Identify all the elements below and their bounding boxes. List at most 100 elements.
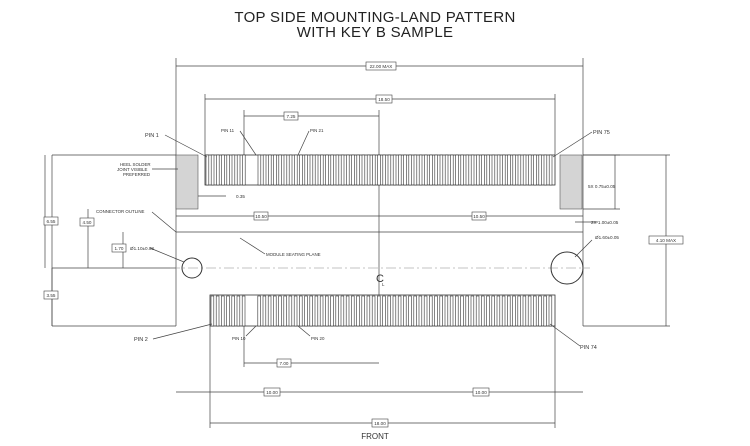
- contact-pad: [319, 295, 324, 327]
- contact-pad: [346, 154, 350, 186]
- contact-pad: [262, 154, 267, 186]
- dim-pad-length: 5X 0.75±0.05: [588, 184, 616, 189]
- label-module-seating-plane: MODULE SEATING PLANE: [266, 252, 321, 257]
- dim-box-bottom-right: [472, 387, 490, 397]
- contact-pad: [507, 154, 511, 186]
- label-heel-line-2: JOINT VISIBLE: [117, 167, 147, 172]
- label-heel-line-1: HEEL SOLDER: [120, 162, 151, 167]
- contact-pad: [517, 154, 522, 186]
- centerline-subscript: L: [382, 282, 385, 287]
- contact-pad: [502, 154, 506, 186]
- contact-pad: [392, 295, 397, 327]
- dim-box-v2: [79, 217, 95, 227]
- contact-pad: [475, 295, 480, 327]
- contact-pad: [231, 295, 235, 327]
- dim-v3: 1.70: [115, 246, 124, 251]
- contact-pad: [528, 154, 532, 186]
- contact-pad: [273, 154, 277, 186]
- contact-pad: [210, 295, 215, 327]
- front-label: FRONT: [361, 432, 389, 441]
- bottom-pads: [210, 295, 553, 327]
- contact-pad: [470, 295, 475, 327]
- contact-pad: [533, 154, 537, 186]
- label-pin-21: PIN 21: [310, 128, 324, 133]
- contact-pad: [257, 154, 262, 186]
- contact-pad: [288, 154, 293, 186]
- label-connector-outline: CONNECTOR OUTLINE: [96, 209, 145, 214]
- contact-pad: [325, 154, 329, 186]
- contact-pad: [330, 154, 334, 186]
- dim-left-half: 10.50: [255, 214, 267, 219]
- right-side-block: [559, 154, 583, 210]
- contact-pad: [481, 295, 485, 327]
- contact-pad: [439, 295, 443, 327]
- contact-pad: [294, 154, 298, 186]
- contact-pad: [382, 295, 386, 327]
- label-pin-10: PIN 10: [232, 336, 246, 341]
- contact-pad: [496, 295, 501, 327]
- contact-pad: [491, 154, 496, 186]
- contact-pad: [325, 295, 329, 327]
- contact-pad: [273, 295, 277, 327]
- contact-pad: [226, 295, 230, 327]
- contact-pad: [236, 295, 241, 327]
- contact-pad: [455, 295, 459, 327]
- contact-pad: [496, 154, 501, 186]
- contact-pad: [543, 295, 547, 327]
- contact-pad: [340, 154, 345, 186]
- contact-pad: [424, 154, 428, 186]
- contact-pad: [377, 295, 381, 327]
- contact-pad: [512, 154, 516, 186]
- dim-box-left-half: [253, 211, 269, 221]
- contact-pad: [481, 154, 485, 186]
- contact-pad: [403, 295, 407, 327]
- contact-pad: [340, 295, 345, 327]
- contact-pad: [283, 295, 287, 327]
- dim-box-key-offset: [283, 111, 299, 121]
- leader-pin-1: [164, 134, 208, 158]
- label-pin-75: PIN 75: [593, 130, 610, 136]
- contact-pad: [533, 295, 537, 327]
- dim-right-hole: Ø1.60±0.05: [595, 235, 619, 240]
- contact-pad: [476, 154, 480, 186]
- contact-pad: [262, 295, 267, 327]
- contact-pad: [382, 154, 386, 186]
- leader-pin-11: [239, 130, 257, 156]
- label-pin-2: PIN 2: [134, 337, 148, 343]
- contact-pad: [330, 295, 334, 327]
- dim-box-bottom-left: [263, 387, 281, 397]
- contact-pad: [465, 295, 469, 327]
- contact-pad: [377, 154, 381, 186]
- contact-pad: [543, 154, 548, 186]
- leader-pin-10: [245, 325, 257, 337]
- dim-height-max: 4.10 MAX: [656, 238, 676, 243]
- dim-box-v1: [43, 216, 59, 226]
- contact-pad: [522, 154, 527, 186]
- contact-pad: [418, 154, 423, 186]
- label-pin-11: PIN 11: [221, 128, 235, 133]
- contact-pad: [372, 154, 376, 186]
- contact-pad: [434, 154, 438, 186]
- contact-pad: [314, 295, 319, 327]
- label-pin-1: PIN 1: [145, 133, 159, 139]
- contact-pad: [366, 295, 371, 327]
- contact-pad: [356, 154, 360, 186]
- left-side-block: [175, 154, 199, 210]
- dim-box-bottom-span: [371, 418, 389, 428]
- contact-pad: [293, 295, 298, 327]
- contact-pad: [299, 295, 303, 327]
- contact-pad: [278, 295, 282, 327]
- label-heel-line-3: PREFERRED: [123, 172, 150, 177]
- contact-pad: [486, 154, 490, 186]
- contact-pad: [413, 154, 418, 186]
- contact-pad: [507, 295, 511, 327]
- contact-pad: [299, 154, 303, 186]
- dim-key-offset: 7.25: [287, 114, 296, 119]
- contact-pad: [460, 154, 464, 186]
- contact-pad: [392, 154, 397, 186]
- contact-pad: [283, 154, 288, 186]
- contact-pad: [226, 154, 230, 186]
- contact-pad: [309, 154, 314, 186]
- contact-pad: [304, 154, 308, 186]
